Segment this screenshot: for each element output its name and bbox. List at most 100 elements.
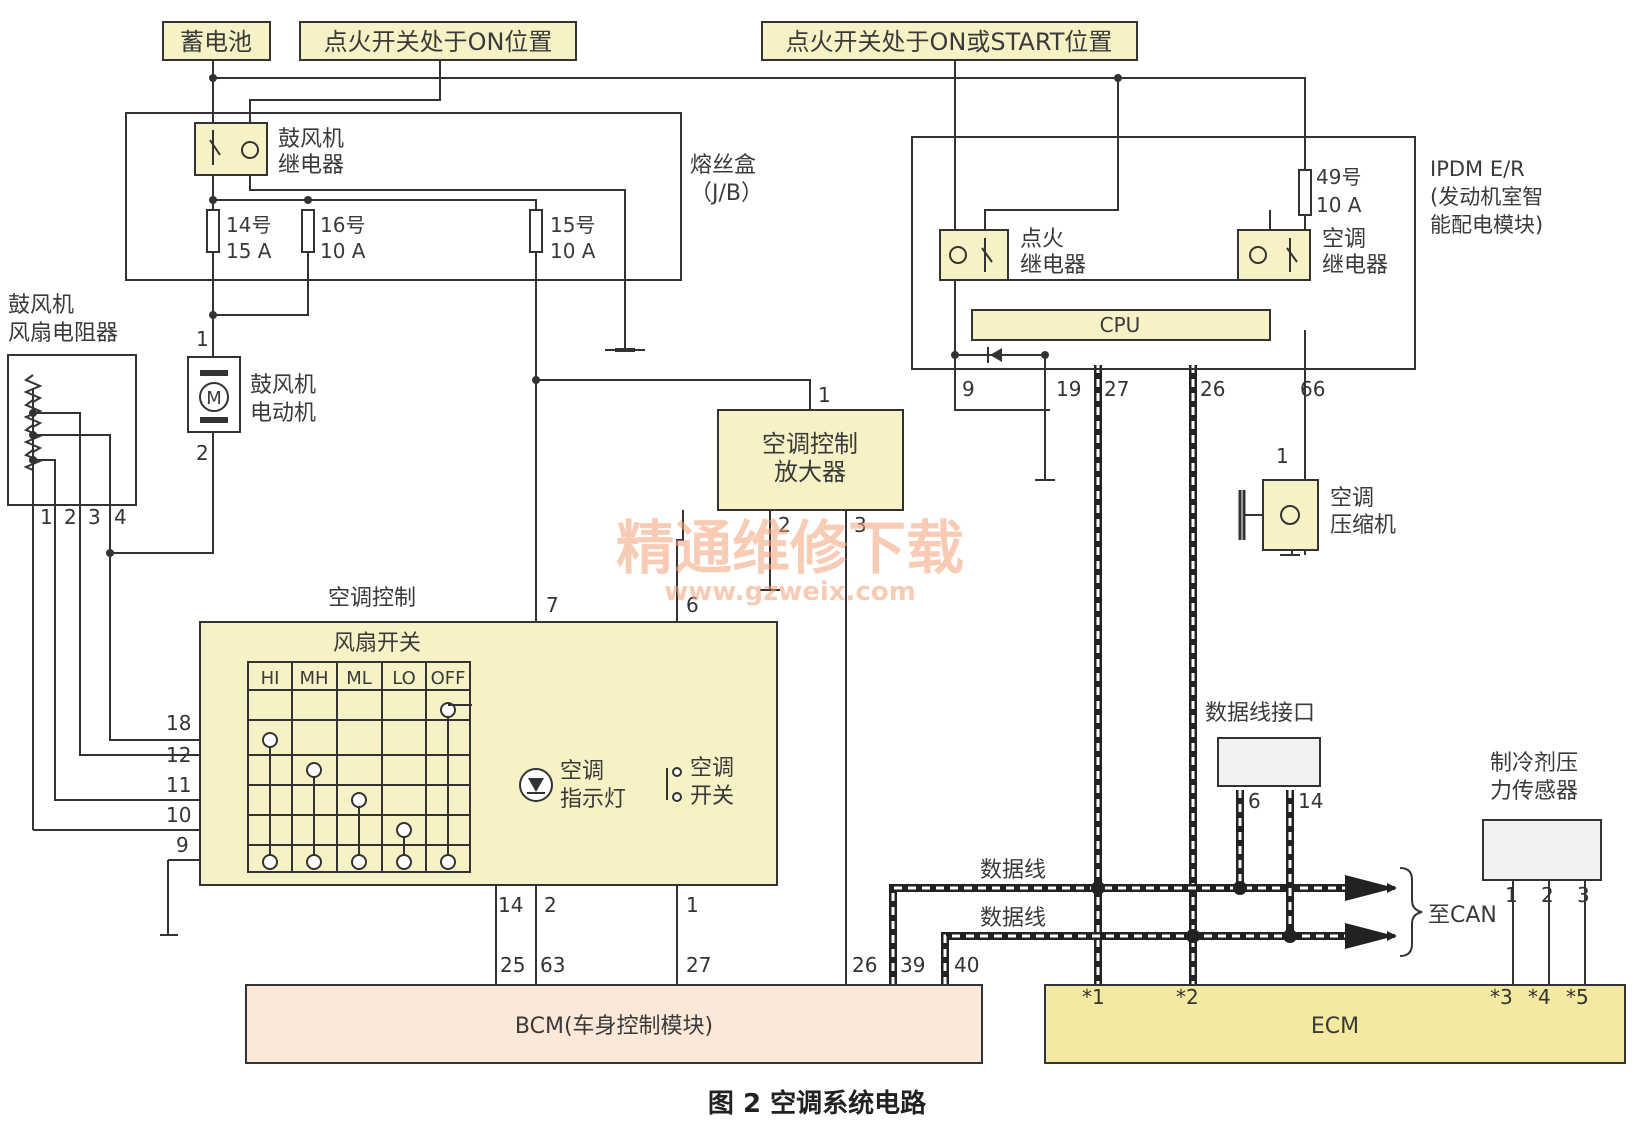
svg-text:ECM: ECM: [1311, 1014, 1359, 1039]
svg-text:OFF: OFF: [431, 668, 466, 689]
svg-text:9: 9: [962, 377, 975, 401]
svg-text:1: 1: [1276, 444, 1289, 468]
svg-text:10 A: 10 A: [320, 239, 366, 263]
svg-text:继电器: 继电器: [278, 153, 344, 178]
svg-text:10 A: 10 A: [1316, 193, 1362, 217]
svg-text:*3: *3: [1490, 985, 1513, 1009]
svg-text:16号: 16号: [320, 213, 365, 237]
svg-text:IPDM E/R: IPDM E/R: [1430, 157, 1525, 181]
watermark: 精通维修下载 www.gzweix.com: [616, 514, 964, 607]
svg-text:39: 39: [900, 953, 925, 977]
svg-text:鼓风机: 鼓风机: [278, 127, 344, 152]
fuse-15: 15号 10 A: [529, 209, 596, 263]
svg-text:3: 3: [1577, 883, 1590, 907]
svg-text:压缩机: 压缩机: [1330, 513, 1396, 538]
svg-text:空调控制: 空调控制: [762, 430, 858, 458]
svg-text:HI: HI: [261, 668, 280, 689]
svg-text:能配电模块): 能配电模块): [1430, 213, 1543, 237]
svg-text:10 A: 10 A: [550, 239, 596, 263]
svg-text:2: 2: [196, 441, 209, 465]
svg-text:10: 10: [166, 803, 191, 827]
svg-text:空调: 空调: [1322, 227, 1366, 252]
data-line-label-1: 数据线: [980, 858, 1046, 883]
ignition-on-start-source: 点火开关处于ON或START位置: [761, 21, 1138, 61]
svg-text:MH: MH: [299, 668, 328, 689]
svg-text:40: 40: [954, 953, 979, 977]
fan-switch-grid: HI MH ML LO OFF: [247, 661, 472, 873]
svg-text:14: 14: [1298, 789, 1323, 813]
data-link-connector: 数据线接口: [1205, 701, 1321, 787]
svg-text:63: 63: [540, 953, 565, 977]
svg-text:15 A: 15 A: [226, 239, 272, 263]
svg-text:18: 18: [166, 711, 191, 735]
svg-text:26: 26: [1200, 377, 1225, 401]
svg-text:14: 14: [498, 893, 523, 917]
svg-text:点火: 点火: [1020, 227, 1064, 252]
svg-text:*1: *1: [1082, 985, 1105, 1009]
svg-text:49号: 49号: [1316, 165, 1361, 189]
data-line-label-2: 数据线: [980, 906, 1046, 931]
svg-text:14号: 14号: [226, 213, 271, 237]
svg-text:2: 2: [64, 505, 77, 529]
svg-text:指示灯: 指示灯: [560, 787, 626, 812]
blower-fan-resistor: 鼓风机 风扇电阻器: [7, 293, 137, 506]
svg-text:12: 12: [166, 743, 191, 767]
ac-compressor: 空调 压缩机: [1238, 479, 1396, 551]
blower-relay: 鼓风机 继电器: [194, 122, 344, 178]
svg-text:1: 1: [818, 383, 831, 407]
svg-text:*2: *2: [1176, 985, 1199, 1009]
svg-text:开关: 开关: [690, 784, 734, 809]
ac-control-amplifier: 空调控制 放大器: [717, 409, 904, 511]
svg-text:1: 1: [686, 893, 699, 917]
svg-text:1: 1: [1505, 883, 1518, 907]
svg-text:6: 6: [1248, 789, 1261, 813]
ignition-on-source: 点火开关处于ON位置: [299, 21, 577, 61]
data-lines: [889, 365, 1397, 985]
svg-text:26: 26: [852, 953, 877, 977]
battery-source: 蓄电池: [162, 21, 271, 61]
fuse-16: 16号 10 A: [301, 209, 366, 263]
svg-text:www.gzweix.com: www.gzweix.com: [664, 577, 916, 607]
svg-text:点火开关处于ON或START位置: 点火开关处于ON或START位置: [786, 28, 1113, 56]
refrigerant-pressure-sensor: 制冷剂压 力传感器: [1482, 751, 1602, 881]
can-brace: [1399, 867, 1423, 957]
svg-text:数据线接口: 数据线接口: [1205, 701, 1315, 726]
svg-text:蓄电池: 蓄电池: [180, 28, 252, 56]
svg-text:空调控制: 空调控制: [328, 586, 416, 611]
bcm-module: BCM(车身控制模块): [245, 984, 983, 1064]
ac-relay: 空调 继电器: [1237, 227, 1388, 281]
svg-text:风扇电阻器: 风扇电阻器: [8, 321, 118, 346]
svg-text:点火开关处于ON位置: 点火开关处于ON位置: [324, 28, 553, 56]
fuse-49: 49号 10 A: [1298, 165, 1362, 217]
to-can-label: 至CAN: [1428, 903, 1497, 928]
svg-text:1: 1: [196, 327, 209, 351]
figure-caption: 图 2 空调系统电路: [708, 1088, 927, 1119]
svg-text:*4: *4: [1528, 985, 1551, 1009]
fuse-box: 熔丝盒 （J/B）: [125, 112, 763, 281]
ipdm-er-module: IPDM E/R (发动机室智 能配电模块): [911, 136, 1543, 370]
svg-text:2: 2: [544, 893, 557, 917]
svg-text:CPU: CPU: [1100, 313, 1141, 337]
ignition-relay: 点火 继电器: [939, 227, 1086, 281]
svg-text:7: 7: [546, 593, 559, 617]
svg-text:空调: 空调: [690, 756, 734, 781]
cpu: CPU: [971, 309, 1271, 341]
svg-text:空调: 空调: [1330, 486, 1374, 511]
pin-numbers: 1 2 3 4 1 2 1 2 3 9 19 27 26 66 1 18 12 …: [40, 327, 1590, 1009]
svg-text:继电器: 继电器: [1020, 253, 1086, 278]
svg-text:放大器: 放大器: [774, 458, 846, 486]
svg-text:空调: 空调: [560, 759, 604, 784]
svg-text:电动机: 电动机: [250, 401, 316, 426]
svg-text:BCM(车身控制模块): BCM(车身控制模块): [515, 1014, 713, 1039]
svg-text:（J/B）: （J/B）: [690, 181, 763, 206]
svg-text:25: 25: [500, 953, 525, 977]
svg-text:鼓风机: 鼓风机: [250, 373, 316, 398]
svg-text:力传感器: 力传感器: [1490, 779, 1578, 804]
ecm-module: ECM: [1044, 984, 1626, 1064]
svg-text:2: 2: [778, 513, 791, 537]
svg-text:6: 6: [686, 593, 699, 617]
svg-text:熔丝盒: 熔丝盒: [690, 153, 756, 178]
svg-text:(发动机室智: (发动机室智: [1430, 185, 1543, 209]
svg-text:9: 9: [176, 833, 189, 857]
